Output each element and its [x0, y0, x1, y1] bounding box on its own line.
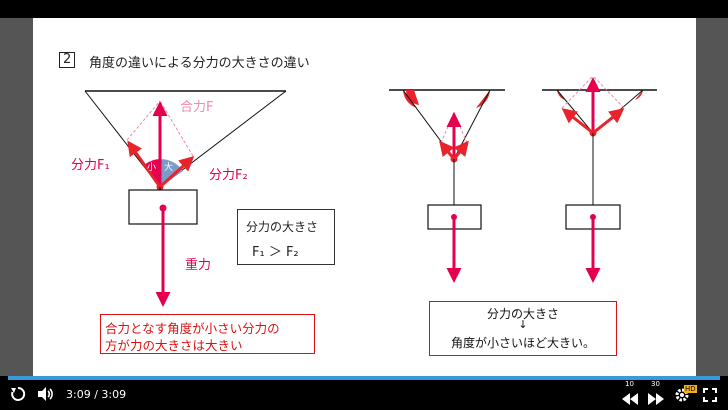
angle-large-label: 大 [164, 163, 174, 173]
player-controls: 3:09 / 3:09 10 30 HD [0, 380, 728, 410]
hd-badge: HD [684, 385, 697, 393]
rule-right-arrow: ↓ [518, 318, 528, 331]
rule-right-line2: 角度が小さいほど大きい。 [450, 336, 595, 350]
rule-box-left: 合力となす角度が小さい分力の 方が力の大きさは大きい [100, 314, 315, 354]
right-diagram-b [542, 75, 657, 283]
volume-icon[interactable] [37, 386, 55, 406]
rewind-seconds: 10 [625, 380, 634, 388]
rule-box-right: 分力の大きさ ↓ 角度が小さいほど大きい。 [429, 301, 617, 356]
compare-line2: F₁ ＞ F₂ [252, 245, 299, 260]
component-f2-label: 分力F₂ [209, 168, 248, 183]
compare-box: 分力の大きさ F₁ ＞ F₂ [237, 209, 335, 265]
component-f2-arrow [158, 155, 195, 189]
forward-seconds: 30 [651, 380, 660, 388]
rule-left-line2: 方が力の大きさは大きい [105, 338, 243, 353]
progress-bar[interactable] [8, 376, 720, 380]
left-diagram [84, 90, 287, 307]
section-number: 2 [59, 52, 76, 68]
component-f1-arrow [127, 140, 162, 188]
settings-icon[interactable] [674, 387, 690, 407]
angle-small-label: 小 [147, 163, 157, 173]
compare-line1: 分力の大きさ [246, 220, 319, 234]
fullscreen-icon[interactable] [703, 387, 717, 406]
time-display: 3:09 / 3:09 [66, 388, 127, 401]
component-f1-label: 分力F₁ [71, 158, 110, 173]
forward-icon[interactable] [648, 390, 664, 409]
resultant-label: 合力F [180, 100, 214, 115]
rule-left-line1: 合力となす角度が小さい分力の [105, 321, 280, 336]
right-diagram-a [389, 89, 505, 283]
gravity-label: 重力 [185, 258, 212, 273]
force-diagrams [84, 75, 657, 307]
slide-title: 角度の違いによる分力の大きさの違い [89, 56, 310, 71]
video-stage[interactable]: 2 角度の違いによる分力の大きさの違い 合力F 分力F₁ 分力F₂ 小 大 重力… [0, 18, 728, 376]
lesson-slide: 2 角度の違いによる分力の大きさの違い 合力F 分力F₁ 分力F₂ 小 大 重力… [33, 18, 696, 376]
rule-right-line1: 分力の大きさ [486, 307, 559, 321]
replay-icon[interactable] [10, 386, 26, 406]
rewind-icon[interactable] [622, 390, 638, 409]
